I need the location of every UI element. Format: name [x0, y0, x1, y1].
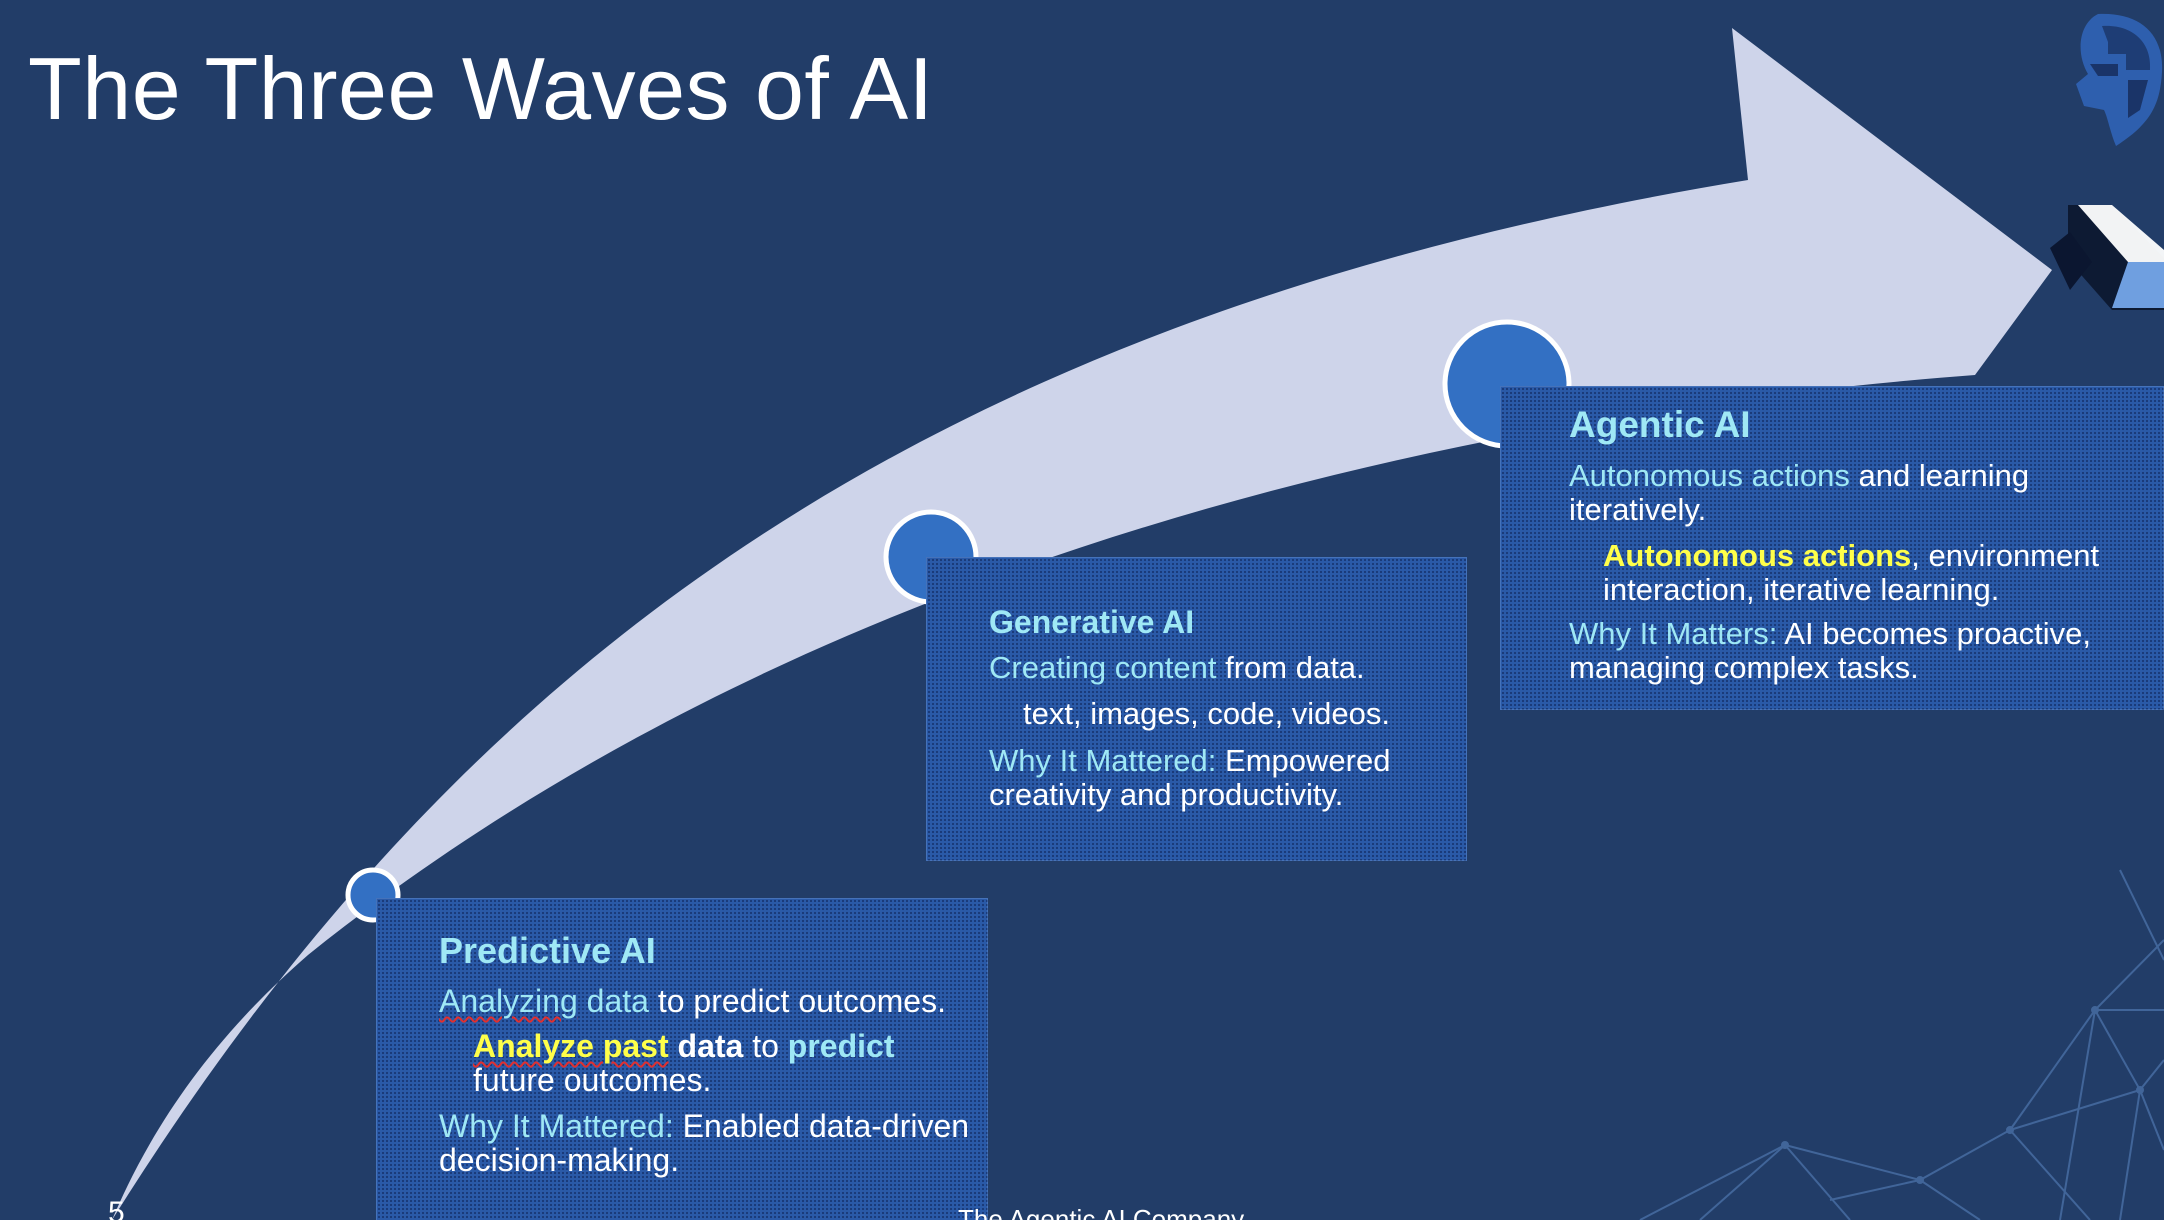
slide-title: The Three Waves of AI	[28, 39, 934, 138]
summary-rest: to predict outcomes.	[648, 983, 946, 1019]
wave-heading: Agentic AI	[1569, 404, 1751, 445]
wave-heading: Predictive AI	[439, 930, 656, 971]
summary-line-2: iteratively.	[1569, 492, 1707, 527]
why-text-1: Enabled data-driven	[673, 1108, 970, 1144]
detail-highlight: Analyze past	[473, 1028, 669, 1064]
chevron-right-icon	[2050, 205, 2164, 310]
detail-data: data	[668, 1028, 744, 1064]
wave-detail: Analyze past data to predict future outc…	[473, 1029, 969, 1097]
detail-line-2: interaction, iterative learning.	[1603, 572, 2000, 607]
detail-rest: , environment	[1911, 538, 2100, 573]
summary-highlight: Creating content	[989, 650, 1217, 685]
wave-why: Why It Matters: AI becomes proactive,	[1569, 617, 2099, 651]
wave-card-predictive: Predictive AI Analyzing data to predict …	[376, 898, 988, 1220]
network-mesh-decoration-icon	[1639, 869, 2164, 1220]
summary-rest: and learning	[1849, 458, 2030, 493]
wave-summary: Analyzing data to predict outcomes.	[439, 981, 969, 1021]
summary-highlight-b: data	[577, 983, 649, 1019]
wave-card-agentic: Agentic AI Autonomous actions and learni…	[1500, 386, 2164, 710]
slide-number: 5	[108, 1196, 125, 1220]
wave-card-generative: Generative AI Creating content from data…	[926, 557, 1467, 861]
why-label: Why It Matters:	[1569, 616, 1778, 651]
why-label: Why It Mattered:	[989, 743, 1217, 778]
why-text-1: Empowered	[1216, 743, 1391, 778]
growth-arrow	[112, 28, 2052, 1220]
detail-line-2: future outcomes.	[473, 1062, 712, 1098]
detail-to: to	[743, 1028, 788, 1064]
wave-detail: text, images, code, videos.	[1023, 696, 1391, 731]
knight-helmet-logo-icon	[2076, 13, 2163, 146]
why-text-2: managing complex tasks.	[1569, 650, 1919, 685]
summary-rest: from data.	[1216, 650, 1365, 685]
why-text-2: decision-making.	[439, 1142, 680, 1178]
wave-why: Why It Mattered: Enabled data-driven	[439, 1109, 969, 1143]
wave-detail: Autonomous actions, environment interact…	[1603, 539, 2099, 607]
summary-highlight: Autonomous actions	[1569, 458, 1850, 493]
wave-summary: Autonomous actions and learning	[1569, 459, 2099, 493]
wave-why: Why It Mattered: Empowered	[989, 744, 1390, 778]
detail-highlight: Autonomous actions	[1603, 538, 1912, 573]
why-text-1: AI becomes proactive,	[1777, 616, 2092, 651]
why-text-2: creativity and productivity.	[989, 777, 1344, 812]
slide-footer: The Agentic AI Company	[958, 1204, 1245, 1220]
detail-predict: predict	[787, 1028, 895, 1064]
why-label: Why It Mattered:	[439, 1108, 674, 1144]
summary-highlight-a: Analyzing	[439, 983, 578, 1019]
wave-summary: Creating content from data.	[989, 648, 1390, 688]
wave-heading: Generative AI	[989, 604, 1195, 640]
